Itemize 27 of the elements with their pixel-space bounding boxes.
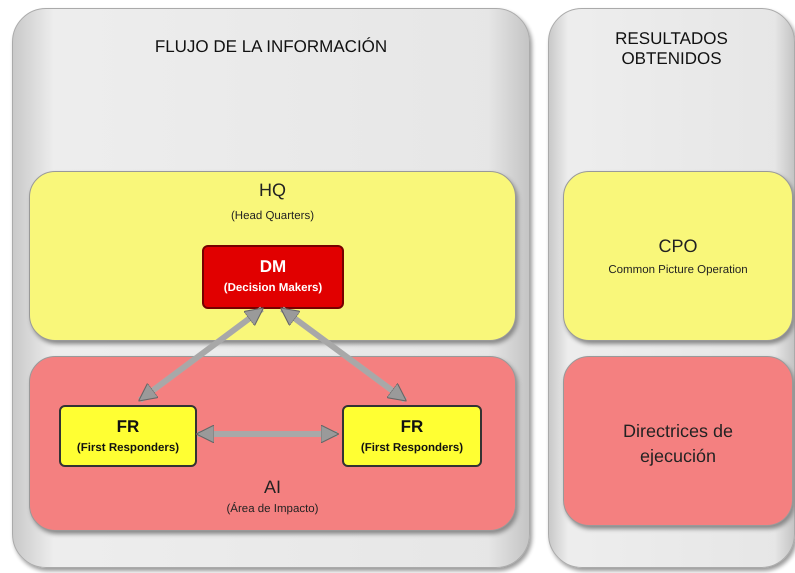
- process-box: [59, 405, 197, 467]
- node-title: FR: [400, 417, 424, 437]
- band-title: CPO: [657, 236, 698, 257]
- node-title: DM: [258, 257, 288, 277]
- node-subtitle: (First Responders): [76, 442, 180, 454]
- band-title: AI: [262, 477, 282, 498]
- panel-title: RESULTADOS OBTENIDOS: [614, 29, 729, 69]
- band-subtitle: (Área de Impacto): [225, 503, 320, 515]
- level-band: [29, 171, 516, 341]
- double-arrow: [138, 306, 264, 402]
- node-title: FR: [116, 417, 140, 437]
- band-title: Directrices de ejecución: [622, 420, 734, 468]
- double-arrow: [196, 424, 340, 444]
- level-band: [563, 171, 793, 341]
- panel-title: FLUJO DE LA INFORMACIÓN: [154, 37, 388, 57]
- band-subtitle: (Head Quarters): [230, 210, 316, 222]
- panel-background: [12, 8, 530, 568]
- band-title: HQ: [258, 180, 287, 201]
- double-arrow: [280, 306, 407, 402]
- level-band: [29, 356, 516, 531]
- node-subtitle: (First Responders): [360, 442, 464, 454]
- band-subtitle: Common Picture Operation: [607, 264, 749, 276]
- panel-background: [548, 8, 795, 568]
- process-box: [342, 405, 482, 467]
- node-subtitle: (Decision Makers): [222, 282, 324, 294]
- process-box: [202, 245, 344, 309]
- level-band: [563, 356, 793, 526]
